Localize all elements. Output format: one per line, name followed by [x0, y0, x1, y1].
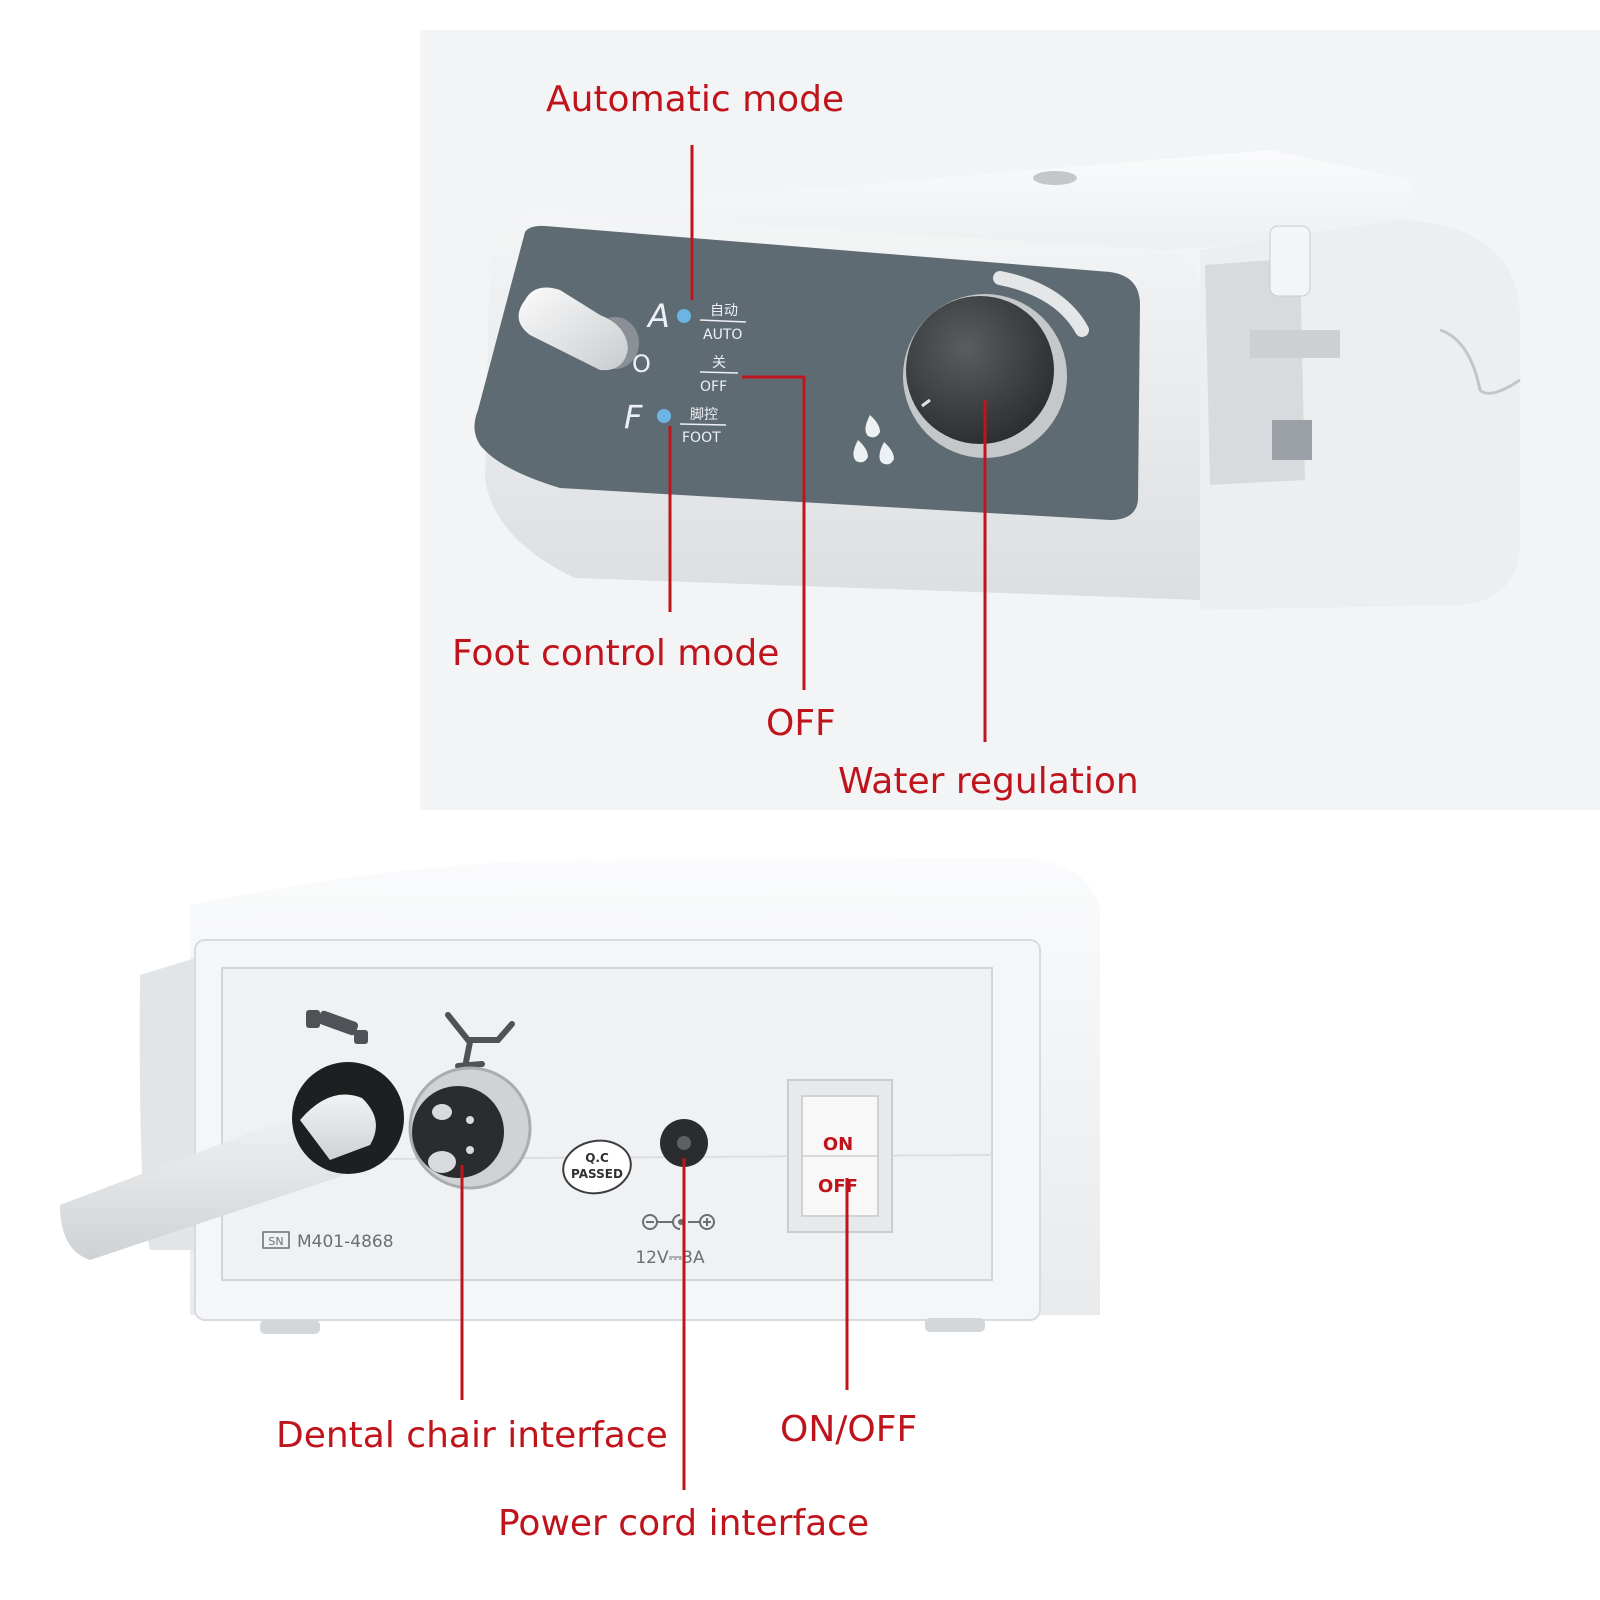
mode-toggle-switch[interactable] — [518, 287, 639, 371]
off-label-cn: 关 — [712, 355, 726, 371]
callout-water-regulation: Water regulation — [838, 761, 1139, 802]
foot-indicator-light — [657, 409, 671, 423]
mode-o-letter: O — [632, 350, 651, 378]
foot-label-en: FOOT — [682, 430, 721, 446]
leader-lines — [460, 145, 987, 1490]
water-knob-scale — [993, 271, 1089, 337]
peristaltic-pump-unit — [1200, 220, 1521, 610]
mode-f-letter: F — [624, 398, 643, 436]
callout-foot-control-mode: Foot control mode — [452, 633, 780, 674]
handpiece-hose — [60, 1109, 360, 1260]
callout-dental-chair-interface: Dental chair interface — [276, 1415, 668, 1456]
switch-off-label: OFF — [818, 1176, 858, 1197]
auto-label-cn: 自动 — [710, 303, 738, 319]
callout-automatic-mode: Automatic mode — [546, 79, 845, 120]
callout-power-cord-interface: Power cord interface — [498, 1503, 870, 1544]
qc-line-2: PASSED — [571, 1167, 623, 1181]
water-regulation-knob[interactable] — [903, 294, 1067, 458]
dental-chair-connector[interactable] — [408, 1066, 532, 1190]
qc-line-1: Q.C — [585, 1151, 609, 1165]
power-rocker-switch[interactable] — [787, 1079, 893, 1233]
qc-passed-sticker — [562, 1139, 632, 1195]
top-hole — [1033, 171, 1077, 185]
polarity-icon — [642, 1214, 715, 1230]
rear-device: Q.C PASSED 12V⎓3A SN M401-4868 — [0, 820, 1600, 1600]
off-label-en: OFF — [700, 379, 727, 395]
power-rating-label: 12V⎓3A — [635, 1248, 705, 1268]
switch-on-label: ON — [823, 1134, 853, 1155]
mode-a-letter: A — [646, 297, 670, 335]
leader-off — [742, 375, 806, 690]
serial-number: M401-4868 — [297, 1232, 394, 1252]
auto-indicator-light — [677, 309, 691, 323]
front-device: A O F 自动 AUTO 关 OFF 脚控 FOOT — [420, 30, 1600, 810]
foot-label-cn: 脚控 — [690, 407, 718, 423]
callout-off: OFF — [766, 703, 836, 744]
auto-label-en: AUTO — [703, 327, 742, 343]
handpiece-icon — [306, 1010, 368, 1044]
dental-chair-icon — [445, 1012, 515, 1069]
callout-on-off: ON/OFF — [780, 1409, 918, 1450]
water-drops-icon — [853, 415, 894, 465]
power-jack[interactable] — [660, 1119, 708, 1167]
serial-prefix: SN — [268, 1235, 283, 1248]
